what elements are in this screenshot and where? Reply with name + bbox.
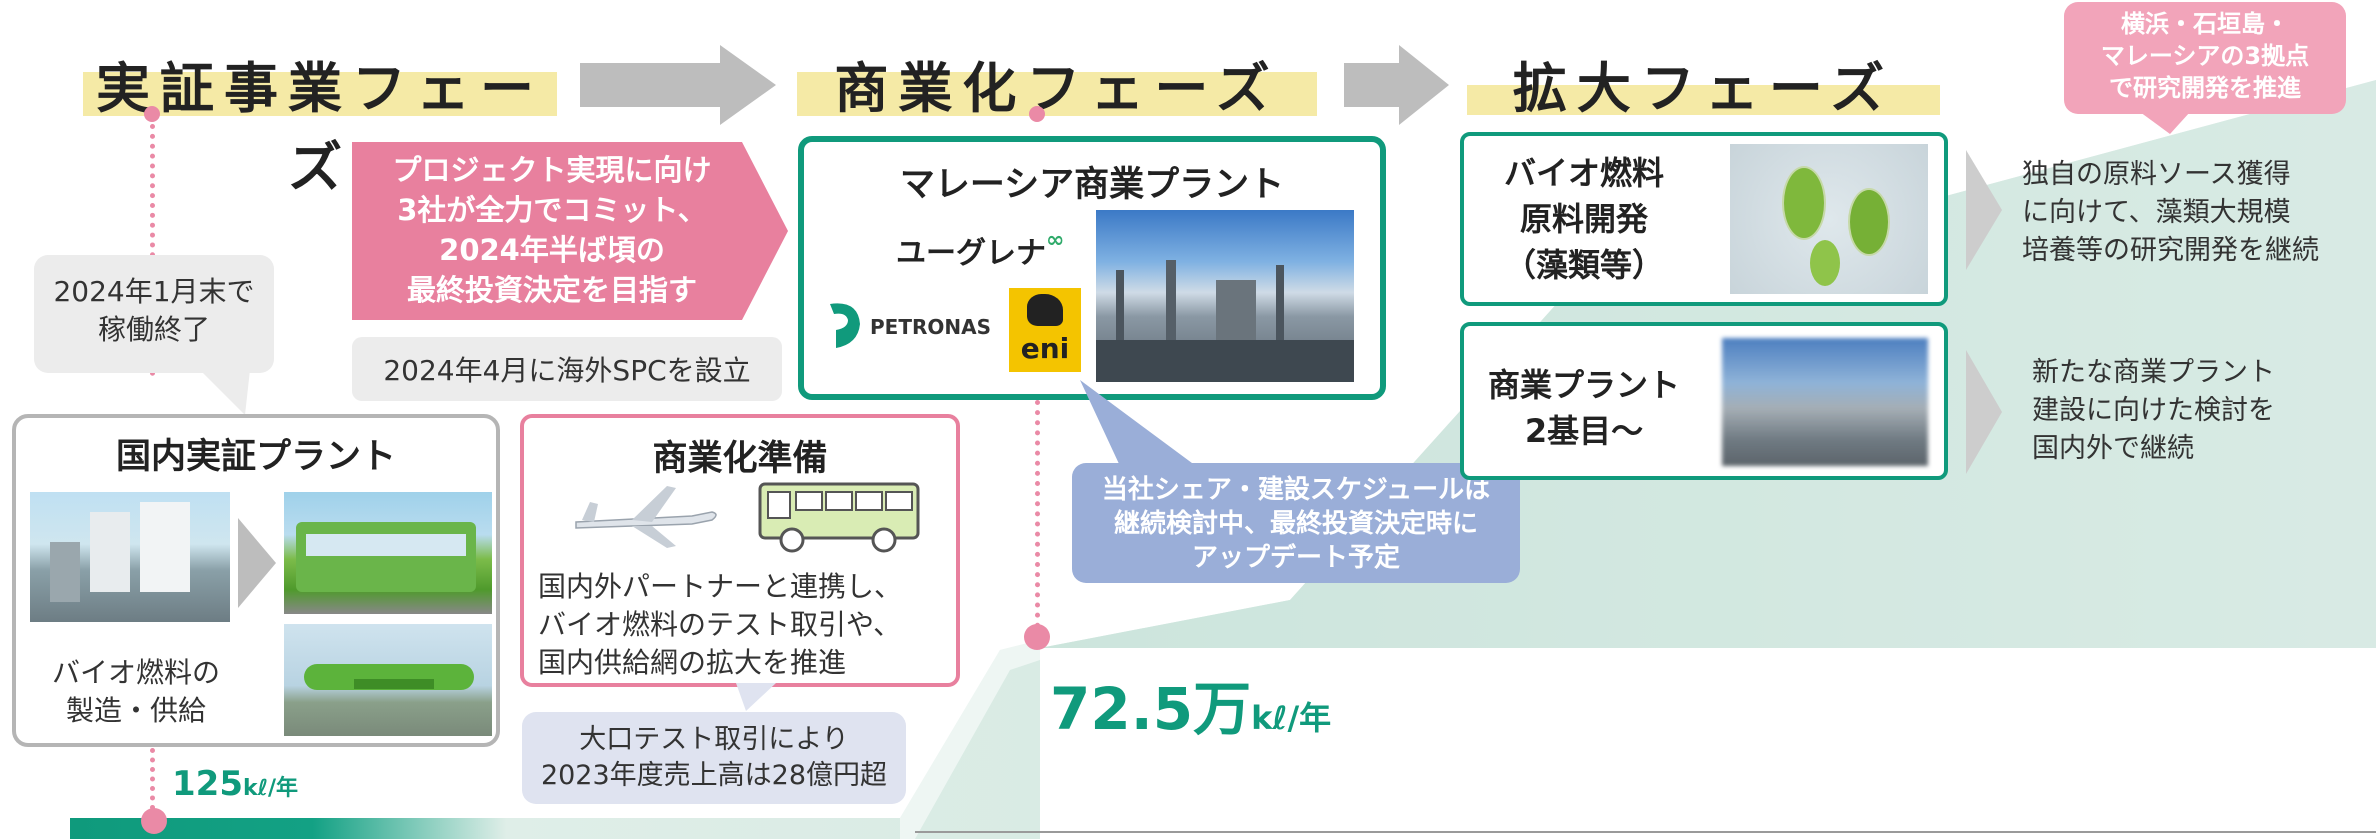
plant2-box: 商業プラント 2基目〜 [1460,322,1948,480]
bus-photo [284,492,492,614]
operation-end-bubble: 2024年1月末で 稼働終了 [34,255,274,373]
logo-euglena-text: ユーグレナ [896,236,1046,271]
malaysia-plant-title: マレーシア商業プラント [899,165,1285,205]
airplane-icon [575,486,717,548]
share-note-text: 当社シェア・建設スケジュールは 継続検討中、最終投資決定時に アップデート予定 [1101,475,1491,573]
phase-arrow-2 [1344,45,1449,125]
domestic-capacity-unit: kℓ/年 [242,776,299,801]
timeline-line-demo [150,124,155,376]
operation-end-text: 2024年1月末で 稼働終了 [53,275,255,346]
hub-note: 横浜・石垣島・ マレーシアの3拠点 で研究開発を推進 [2064,2,2346,114]
hub-note-text: 横浜・石垣島・ マレーシアの3拠点 で研究開発を推進 [2100,10,2310,102]
share-note: 当社シェア・建設スケジュールは 継続検討中、最終投資決定時に アップデート予定 [1072,463,1520,583]
phase-demo-title: 実証事業フェーズ [96,57,544,199]
eni-dog-icon [1027,294,1063,326]
plant2-photo-blurred [1722,338,1928,466]
logo-euglena: ユーグレナ∞ [896,228,1064,272]
share-note-tail [1080,380,1196,466]
spc-note-text: 2024年4月に海外SPCを設立 [383,354,751,387]
domestic-plant-caption: バイオ燃料の 製造・供給 [51,656,220,727]
domestic-flow-arrow [238,518,276,608]
timeline-line-demo-bottom [150,748,155,810]
logo-petronas-text: PETRONAS [870,315,991,339]
phase-demo-band [83,72,557,116]
phase-expand-title: 拡大フェーズ [1512,57,1895,120]
bio-feedstock-desc: 独自の原料ソース獲得 に向けて、藻類大規模 培養等の研究開発を継続 [2022,159,2319,266]
prep-title: 商業化準備 [652,439,828,479]
timeline-line-commercial [1035,400,1040,628]
operation-end-bubble-tail [200,370,250,415]
malaysia-plant-box: マレーシア商業プラント ユーグレナ∞ PETRONAS eni [798,136,1386,400]
malaysia-plant-photo [1096,210,1354,382]
plant2-title: 商業プラント 2基目〜 [1487,366,1680,450]
plant2-desc: 新たな商業プラント 建設に向けた検討を 国内外で継続 [2032,357,2275,464]
sales-note-tail [736,683,776,711]
commit-arrow [352,142,788,320]
malaysia-capacity-unit: kℓ/年 [1251,699,1332,737]
bio-desc-arrow [1966,150,2002,270]
bus-icon [758,482,920,553]
phase-arrow-1 [580,45,776,125]
phase-expand-band [1467,85,1940,115]
logo-petronas: PETRONAS [824,300,991,354]
domestic-plant-photo [30,492,230,622]
sales-note-text: 大口テスト取引により 2023年度売上高は28億円超 [540,724,888,791]
logo-eni-text: eni [1020,332,1070,365]
timeline-dot-demo-top [144,106,160,122]
commit-text: プロジェクト実現に向け 3社が全力でコミット、 2024年半ば頃の 最終投資決定… [392,153,712,307]
plant2-desc-arrow [1966,350,2002,474]
bio-feedstock-box: バイオ燃料 原料開発 （藻類等） [1460,132,1948,306]
phase-commercial-band [797,72,1317,116]
logo-euglena-mark: ∞ [1046,228,1065,253]
domestic-plant-title: 国内実証プラント [115,437,396,477]
logo-eni: eni [1009,288,1081,372]
bio-feedstock-title: バイオ燃料 原料開発 （藻類等） [1503,154,1664,284]
malaysia-capacity: 72.5万kℓ/年 [1050,662,1331,746]
phase-commercial-title: 商業化フェーズ [834,57,1280,120]
domestic-capacity: 125kℓ/年 [172,764,298,804]
sales-note: 大口テスト取引により 2023年度売上高は28億円超 [522,712,906,804]
timeline-dot-commercial-top [1029,106,1045,122]
prep-text: 国内外パートナーと連携し、 バイオ燃料のテスト取引や、 国内供給網の拡大を推進 [538,570,903,679]
algae-photo [1730,144,1928,294]
domestic-capacity-value: 125 [172,764,243,804]
timeline-dot-commercial [1024,624,1050,650]
malaysia-capacity-value: 72.5万 [1050,675,1252,743]
spc-note: 2024年4月に海外SPCを設立 [352,337,782,401]
timeline-dot-demo [141,808,167,834]
prep-box: 商業化準備 国内外パートナーと連携し、 バイオ燃料のテスト取引や、 国内供給網の… [520,414,960,687]
domestic-plant-box: 国内実証プラント バイオ燃料の 製造・供給 [12,414,500,747]
petronas-icon [830,303,860,348]
hub-note-tail [2140,112,2190,134]
aircraft-photo [284,624,492,736]
